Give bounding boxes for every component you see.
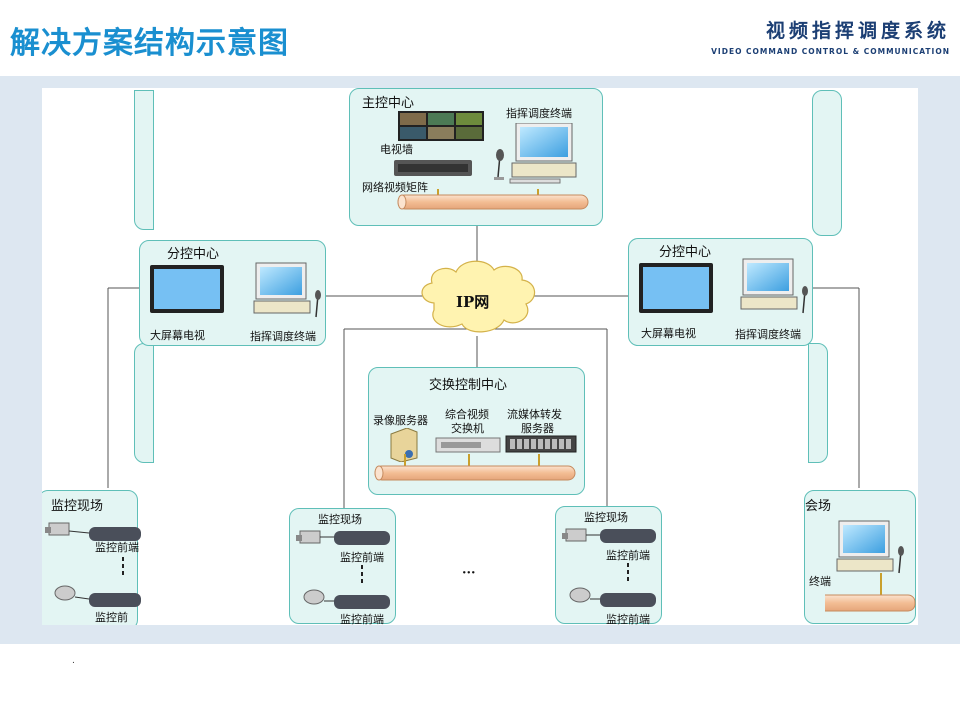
recorder-label: 录像服务器 (373, 414, 428, 427)
switch-control-center: 交换控制中心 录像服务器 综合视频 交换机 流媒体转发 服务器 (368, 367, 585, 495)
site-left-frontend-2: 监控前 (95, 611, 128, 624)
site-mid1-title: 监控现场 (318, 513, 362, 526)
ghost-box-left-top (134, 90, 154, 230)
venue-site-right: 会场 终端 (804, 490, 916, 624)
site-mid1-frontend-2: 监控前端 (340, 613, 384, 625)
branch-left-terminal-icon (253, 262, 321, 318)
ghost-box-left-mid (134, 343, 154, 463)
main-control-center: 主控中心 电视墙 网络视频矩阵 指挥调度终端 (349, 88, 603, 226)
venue-terminal-label: 终端 (809, 575, 831, 588)
footer-mark: . (72, 656, 75, 666)
video-switch-label-1: 综合视频 (445, 408, 489, 421)
slide-title: 解决方案结构示意图 (10, 26, 289, 61)
site-mid1-devices (296, 530, 390, 609)
monitoring-site-mid-1: 监控现场 监控前端 监控前端 (289, 508, 396, 625)
recorder-server-icon (390, 428, 418, 462)
switch-center-bus (374, 454, 576, 481)
stream-server-label-1: 流媒体转发 (507, 408, 562, 421)
venue-title: 会场 (805, 499, 832, 514)
branch-left-screen-label: 大屏幕电视 (150, 329, 205, 342)
branch-left-title: 分控中心 (167, 247, 220, 262)
branch-right-terminal-label: 指挥调度终端 (735, 328, 801, 341)
more-sites-ellipsis: ··· (462, 566, 476, 581)
switch-center-title: 交换控制中心 (429, 378, 508, 393)
diagram-connectors (107, 226, 860, 508)
branch-left-terminal-label: 指挥调度终端 (250, 330, 316, 343)
video-matrix-label: 网络视频矩阵 (362, 181, 428, 194)
big-screen-tv-icon-right (639, 263, 713, 313)
stream-server-label-2: 服务器 (521, 422, 554, 435)
ghost-box-right-mid (808, 343, 828, 463)
diagram-canvas: 主控中心 电视墙 网络视频矩阵 指挥调度终端 (42, 88, 918, 625)
site-mid2-frontend-2: 监控前端 (606, 613, 650, 625)
site-left-title: 监控现场 (51, 499, 104, 514)
video-switch-icon (435, 437, 501, 453)
main-center-bus (397, 189, 589, 210)
video-switch-label-2: 交换机 (451, 422, 484, 435)
site-mid2-frontend-1: 监控前端 (606, 549, 650, 562)
site-left-frontend-1: 监控前端 (95, 541, 139, 554)
big-screen-tv-icon-left (150, 265, 224, 313)
brand-name-en: VIDEO COMMAND CONTROL & COMMUNICATION (711, 47, 950, 56)
main-terminal-icon (494, 123, 577, 184)
venue-devices (825, 520, 916, 612)
brand-logo: 视频指挥调度系统 VIDEO COMMAND CONTROL & COMMUNI… (711, 16, 950, 56)
ip-cloud-shape (421, 260, 536, 333)
video-wall-label: 电视墙 (380, 143, 413, 156)
brand-name-cn: 视频指挥调度系统 (765, 20, 950, 42)
site-left-devices (45, 522, 141, 607)
monitoring-site-left: 监控现场 监控前端 监控前 (42, 490, 141, 625)
branch-right-title: 分控中心 (659, 245, 712, 260)
branch-center-right: 分控中心 大屏幕电视 指挥调度终端 (628, 238, 813, 346)
video-matrix-icon (394, 160, 472, 176)
ghost-box-right-top (812, 90, 842, 236)
branch-center-left: 分控中心 大屏幕电视 指挥调度终端 (139, 240, 326, 346)
site-mid1-frontend-1: 监控前端 (340, 551, 384, 564)
main-terminal-label: 指挥调度终端 (506, 107, 572, 120)
video-wall-icon (398, 111, 484, 141)
stream-server-icon (505, 435, 577, 453)
site-mid2-devices (562, 528, 656, 607)
main-center-title: 主控中心 (362, 96, 415, 111)
branch-right-terminal-icon (740, 258, 808, 314)
ip-network-label: IP网 (456, 293, 490, 311)
monitoring-site-mid-2: 监控现场 监控前端 监控前端 (555, 506, 662, 625)
branch-right-screen-label: 大屏幕电视 (641, 327, 696, 340)
site-mid2-title: 监控现场 (584, 511, 628, 524)
